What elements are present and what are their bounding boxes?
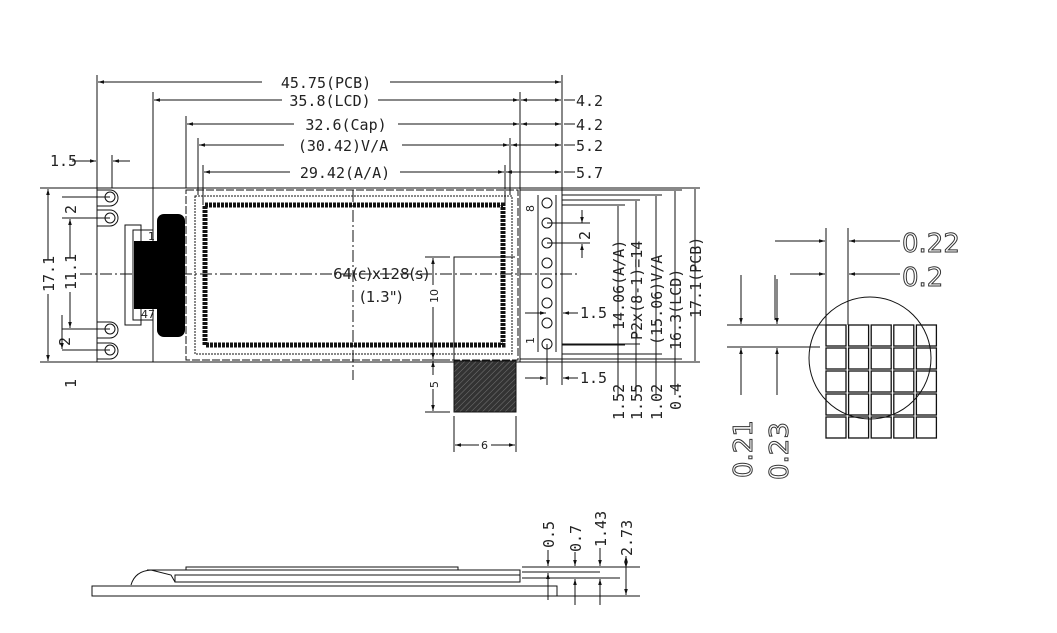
lcd-width-label: 35.8(LCD) — [289, 92, 370, 110]
pixel-cell — [870, 347, 892, 370]
pitch-top-label: 2 — [62, 205, 80, 214]
offset-1-55: 1.55 — [628, 384, 646, 420]
va-width-label: (30.42)V/A — [298, 137, 388, 155]
fpc-pin-last: 47 — [141, 308, 155, 321]
offset-1-02: 1.02 — [648, 384, 666, 420]
magnifier-circle — [808, 296, 932, 420]
bottom-offset-label: 1 — [62, 379, 80, 388]
pixel-width-label: 0.2 — [902, 263, 943, 293]
pitch-bottom-label: 2 — [56, 337, 74, 346]
cap-width-label: 32.6(Cap) — [305, 116, 386, 134]
resolution-label: 64(c)x128(s) — [333, 265, 429, 283]
right-margin-cap: 4.2 — [576, 116, 603, 134]
active-area — [202, 202, 506, 348]
pixel-cell — [870, 393, 892, 416]
offset-0-4: 0.4 — [667, 383, 685, 410]
chip-offset-label: 10 — [428, 289, 441, 303]
right-pcb-label: 17.1(PCB) — [687, 237, 705, 318]
aa-width-label: 29.42(A/A) — [300, 164, 390, 182]
pin-offset-y-label: 1.5 — [580, 369, 607, 387]
pixel-cell — [915, 393, 938, 416]
pixel-cell — [825, 324, 847, 347]
pixel-cell — [893, 393, 915, 416]
side-pcb — [91, 585, 558, 597]
pin-offset-x-label: 1.5 — [580, 304, 607, 322]
pixel-cell — [915, 416, 938, 439]
pixel-cell — [825, 347, 847, 370]
pixel-cell — [847, 347, 870, 370]
pin-label-8: 8 — [524, 205, 537, 212]
pixel-cell — [825, 370, 847, 393]
right-margin-va: 5.2 — [576, 137, 603, 155]
pin-label-1: 1 — [524, 337, 537, 344]
pixel-cell — [825, 393, 847, 416]
diagonal-label: (1.3") — [360, 288, 402, 306]
pixel-cell — [847, 370, 870, 393]
pixel-pitch-y-label: 0.23 — [765, 422, 795, 480]
side-dim-0-5: 0.5 — [540, 521, 558, 548]
pixel-cell — [893, 324, 915, 347]
pixel-cell — [915, 324, 938, 347]
pixel-pitch-x-label: 0.22 — [902, 229, 960, 259]
pixel-cell — [847, 324, 870, 347]
top-view: 45.75(PCB) 35.8(LCD) 32.6(Cap) (30.42)V/… — [40, 74, 705, 452]
pixel-cell — [847, 393, 870, 416]
side-dim-0-7: 0.7 — [567, 525, 585, 552]
pin-pitch-label: 2 — [576, 231, 594, 240]
right-margin-aa: 5.7 — [576, 164, 603, 182]
pixel-grid — [825, 324, 938, 439]
pcb-width-label: 45.75(PCB) — [281, 74, 371, 92]
right-va-label: (15.06)V/A — [648, 255, 666, 345]
right-margin-lcd: 4.2 — [576, 92, 603, 110]
hole-span-label: 11.1 — [62, 254, 80, 290]
side-glass — [174, 574, 521, 583]
left-height-label: 17.1 — [40, 256, 58, 292]
pixel-cell — [915, 370, 938, 393]
fpc-connector: 1 47 — [124, 214, 185, 337]
pixel-cell — [915, 347, 938, 370]
pixel-cell — [893, 370, 915, 393]
mounting-holes — [97, 189, 119, 360]
pixel-detail: 0.22 0.2 0.21 0.23 — [727, 228, 960, 481]
right-aa-label: 14.06(A/A) — [610, 240, 628, 330]
pixel-cell — [870, 324, 892, 347]
pixel-cell — [893, 347, 915, 370]
side-view: 0.5 0.7 1.43 2.73 — [91, 511, 640, 605]
pixel-cell — [847, 416, 870, 439]
offset-1-52: 1.52 — [610, 384, 628, 420]
pixel-cell — [893, 416, 915, 439]
right-pitch-total-label: P2x(8-1)=14 — [628, 241, 646, 340]
pin-header: 8 1 — [524, 195, 557, 352]
chip-height-label: 5 — [428, 381, 441, 388]
cap-outline — [185, 189, 519, 361]
chip-width-label: 6 — [481, 439, 488, 452]
fpc-pin-first: 1 — [148, 230, 155, 243]
side-dim-2-73: 2.73 — [618, 520, 636, 556]
left-margin-label: 1.5 — [50, 152, 77, 170]
pixel-gap-y-label: 0.21 — [729, 420, 759, 478]
right-lcd-label: 16.3(LCD) — [667, 269, 685, 350]
pcb-outline — [96, 187, 563, 363]
pixel-cell — [870, 416, 892, 439]
pixel-cell — [825, 416, 847, 439]
pixel-cell — [870, 370, 892, 393]
side-dim-1-43: 1.43 — [592, 511, 610, 547]
driver-ic — [453, 360, 517, 413]
